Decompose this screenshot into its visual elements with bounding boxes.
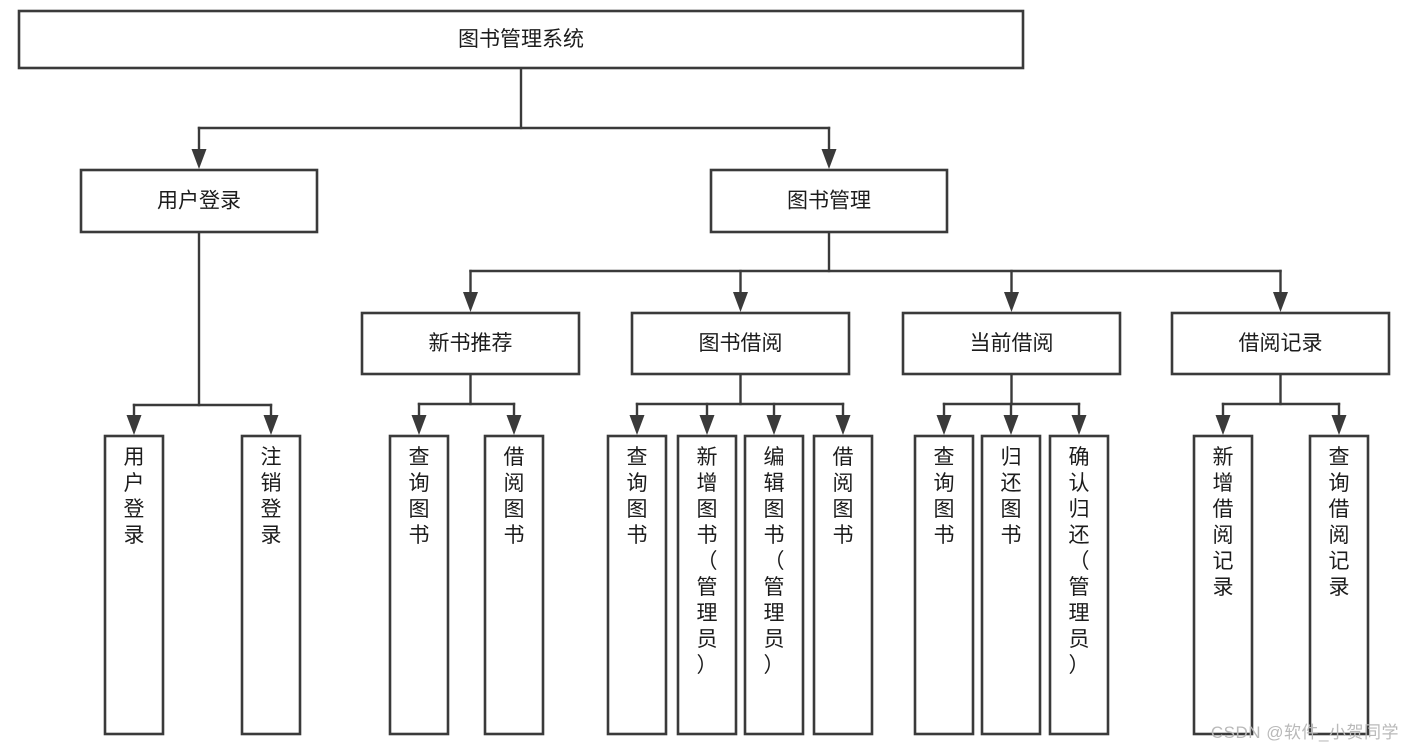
node-record[interactable]: 借阅记录 xyxy=(1170,311,1391,376)
node-label: 新增图书（管理员） xyxy=(697,446,718,677)
node-bookmgmt[interactable]: 图书管理 xyxy=(709,168,949,234)
arrowhead xyxy=(1331,415,1347,435)
arrowhead xyxy=(821,149,837,169)
node-label: 借阅图书 xyxy=(504,446,525,547)
node-box[interactable] xyxy=(483,434,545,736)
node-label: 查询图书 xyxy=(627,446,648,547)
node-label: 确认归还（管理员） xyxy=(1069,446,1090,677)
node-label: 注销登录 xyxy=(261,446,282,547)
node-leaf9[interactable]: 查询图书 xyxy=(913,434,975,736)
arrowhead xyxy=(506,415,522,435)
arrowhead xyxy=(1273,292,1288,312)
node-borrow[interactable]: 图书借阅 xyxy=(630,311,851,376)
node-label: 查询图书 xyxy=(934,446,955,547)
node-box[interactable] xyxy=(709,168,949,234)
node-box[interactable] xyxy=(630,311,851,376)
node-label: 借阅图书 xyxy=(833,446,854,547)
node-box[interactable] xyxy=(743,434,805,736)
node-label: 图书管理 xyxy=(787,190,871,213)
arrowhead xyxy=(1004,292,1019,312)
node-box[interactable] xyxy=(388,434,450,736)
arrowhead xyxy=(263,415,279,435)
arrowhead xyxy=(1003,415,1019,435)
node-label: 用户登录 xyxy=(157,190,241,213)
node-box[interactable] xyxy=(1308,434,1370,736)
node-box[interactable] xyxy=(980,434,1042,736)
node-box[interactable] xyxy=(901,311,1122,376)
arrowhead xyxy=(936,415,952,435)
arrowhead xyxy=(1071,415,1087,435)
node-box[interactable] xyxy=(812,434,874,736)
csdn-watermark: CSDN @软件_小贺同学 xyxy=(1210,723,1399,742)
node-leaf12[interactable]: 新增借阅记录 xyxy=(1192,434,1254,736)
arrowhead xyxy=(629,415,645,435)
node-leaf11[interactable]: 确认归还（管理员） xyxy=(1048,434,1110,736)
node-root[interactable]: 图书管理系统 xyxy=(17,9,1025,70)
node-box[interactable] xyxy=(1192,434,1254,736)
node-box[interactable] xyxy=(240,434,302,736)
node-label: 借阅记录 xyxy=(1239,332,1323,355)
node-label: 当前借阅 xyxy=(970,332,1054,355)
node-box[interactable] xyxy=(913,434,975,736)
arrowhead xyxy=(699,415,715,435)
arrowhead xyxy=(766,415,782,435)
arrowhead xyxy=(733,292,748,312)
node-leaf13[interactable]: 查询借阅记录 xyxy=(1308,434,1370,736)
node-leaf7[interactable]: 编辑图书（管理员） xyxy=(743,434,805,736)
arrowhead xyxy=(126,415,142,435)
nodes-group: 图书管理系统用户登录图书管理新书推荐图书借阅当前借阅借阅记录用户登录注销登录查询… xyxy=(17,9,1391,736)
node-box[interactable] xyxy=(606,434,668,736)
node-label: 新书推荐 xyxy=(429,332,513,355)
node-label: 查询借阅记录 xyxy=(1329,446,1350,599)
node-box[interactable] xyxy=(1048,434,1110,736)
arrowhead xyxy=(1215,415,1231,435)
arrowhead xyxy=(411,415,427,435)
arrowhead xyxy=(463,292,478,312)
node-leaf8[interactable]: 借阅图书 xyxy=(812,434,874,736)
node-leaf6[interactable]: 新增图书（管理员） xyxy=(676,434,738,736)
connector-lines-group xyxy=(126,66,1347,435)
node-label: 归还图书 xyxy=(1001,446,1022,547)
node-label: 图书借阅 xyxy=(699,332,783,355)
node-login[interactable]: 用户登录 xyxy=(79,168,319,234)
node-newbook[interactable]: 新书推荐 xyxy=(360,311,581,376)
node-box[interactable] xyxy=(79,168,319,234)
node-box[interactable] xyxy=(1170,311,1391,376)
node-leaf10[interactable]: 归还图书 xyxy=(980,434,1042,736)
node-leaf3[interactable]: 查询图书 xyxy=(388,434,450,736)
node-leaf2[interactable]: 注销登录 xyxy=(240,434,302,736)
node-leaf1[interactable]: 用户登录 xyxy=(103,434,165,736)
node-label: 新增借阅记录 xyxy=(1213,446,1234,599)
node-label: 图书管理系统 xyxy=(458,28,584,51)
arrowhead xyxy=(835,415,851,435)
node-leaf4[interactable]: 借阅图书 xyxy=(483,434,545,736)
node-box[interactable] xyxy=(360,311,581,376)
node-label: 查询图书 xyxy=(409,446,430,547)
node-box[interactable] xyxy=(103,434,165,736)
node-current[interactable]: 当前借阅 xyxy=(901,311,1122,376)
arrowhead xyxy=(191,149,207,169)
node-box[interactable] xyxy=(17,9,1025,70)
node-label: 编辑图书（管理员） xyxy=(764,446,785,677)
node-box[interactable] xyxy=(676,434,738,736)
node-label: 用户登录 xyxy=(124,446,145,547)
node-leaf5[interactable]: 查询图书 xyxy=(606,434,668,736)
